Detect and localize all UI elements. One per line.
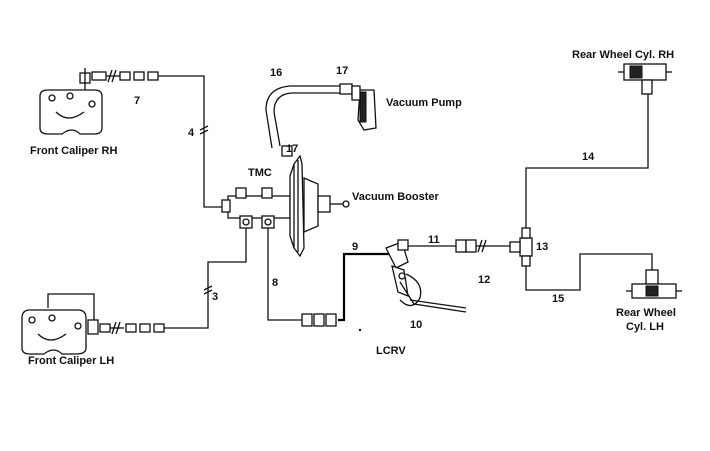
label-rear-wheel-cyl-rh: Rear Wheel Cyl. RH: [572, 49, 674, 61]
label-rear-wheel-cyl-lh-2: Cyl. LH: [626, 321, 664, 333]
part-number-9: 9: [352, 241, 358, 253]
part-number-11: 11: [428, 234, 440, 246]
label-vacuum-booster: Vacuum Booster: [352, 191, 440, 203]
t-joint-13: [509, 227, 533, 267]
label-front-caliper-lh: Front Caliper LH: [28, 355, 114, 367]
brake-line-8: [267, 228, 302, 321]
label-lcrv: LCRV: [376, 345, 406, 357]
dot-mark: [358, 328, 362, 332]
line-break-marks: [199, 125, 213, 295]
brake-line-9: [338, 252, 392, 322]
label-rear-wheel-cyl-lh-1: Rear Wheel: [616, 307, 676, 319]
part-number-10: 10: [410, 319, 422, 331]
brake-lines: [158, 75, 653, 329]
brake-line-4: [158, 75, 228, 208]
brake-line-15: [525, 253, 653, 291]
label-front-caliper-rh: Front Caliper RH: [30, 145, 117, 157]
front-caliper-lh: [21, 293, 165, 355]
rear-wheel-cyl-lh: [626, 269, 682, 299]
rear-wheel-cyl-rh: [618, 63, 672, 95]
union-fittings: [301, 313, 337, 327]
part-number-4: 4: [188, 127, 195, 139]
front-caliper-rh: [39, 68, 159, 135]
part-number-7: 7: [134, 95, 140, 107]
part-number-3: 3: [212, 291, 218, 303]
label-tmc: TMC: [248, 167, 272, 179]
vacuum-booster: [281, 145, 350, 258]
part-number-17-top: 17: [336, 65, 348, 77]
part-number-12: 12: [478, 274, 490, 286]
line-11-fittings: [455, 239, 477, 253]
tmc-master-cylinder: [221, 187, 291, 229]
label-vacuum-pump: Vacuum Pump: [386, 97, 462, 109]
part-number-14: 14: [582, 151, 595, 163]
part-number-8: 8: [272, 277, 278, 289]
brake-line-3: [164, 228, 247, 329]
part-number-15: 15: [552, 293, 564, 305]
part-number-13: 13: [536, 241, 548, 253]
brake-line-14: [525, 94, 649, 236]
lcrv-valve: [385, 239, 467, 313]
vacuum-pump: [339, 83, 377, 131]
part-number-16: 16: [270, 67, 282, 79]
part-number-17-lower: 17: [286, 143, 298, 155]
vacuum-hose-16: [265, 85, 340, 149]
